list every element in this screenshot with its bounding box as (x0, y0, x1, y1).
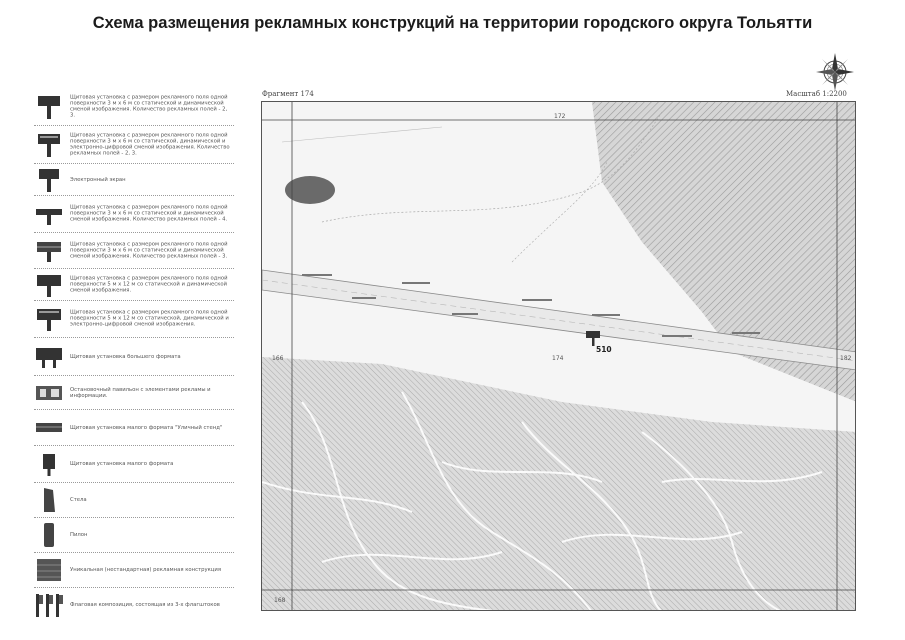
legend-text: Остановочный павильон с элементами рекла… (70, 386, 211, 399)
stele-icon (44, 488, 55, 512)
legend-text: Щитовая установка малого формата (70, 460, 174, 467)
legend-text: Щитовая установка с размером рекламного … (70, 275, 228, 294)
legend-text: Щитовая установка с размером рекламного … (70, 241, 228, 260)
grid-label-left: 166 (272, 355, 284, 362)
billboard-3x6-four-icon (36, 209, 62, 225)
water-body (285, 176, 335, 204)
legend-text: Стела (70, 496, 87, 503)
legend-item: Щитовая установка малого формата "Уличны… (34, 410, 234, 446)
legend-text: Флаговая композиция, состоящая из 3-х фл… (70, 601, 220, 608)
pavilion-icon (36, 385, 62, 400)
legend-text: Пилон (70, 531, 88, 538)
billboard-5x12-digital-icon (37, 309, 61, 331)
billboard-3x6-three-icon (37, 241, 61, 262)
legend-item: Щитовая установка малого формата (34, 446, 234, 483)
legend-text: Уникальная (нестандартная) рекламная кон… (70, 566, 222, 573)
legend-text: Электронный экран (70, 176, 126, 183)
legend-item: Пилон (34, 518, 234, 553)
compass-rose-icon (815, 52, 855, 92)
legend-item: Остановочный павильон с элементами рекла… (34, 376, 234, 410)
legend-text: Щитовая установка с размером рекламного … (70, 132, 230, 157)
legend-item: Щитовая установка с размером рекламного … (34, 269, 234, 301)
flag-composition-icon (36, 594, 63, 617)
scale-label: Масштаб 1:2200 (786, 90, 847, 98)
billboard-3x6-icon (38, 95, 60, 119)
unique-structure-icon (37, 559, 61, 581)
road (262, 269, 855, 371)
legend-item: Флаговая композиция, состоящая из 3-х фл… (34, 588, 234, 622)
legend: Щитовая установка с размером рекламного … (34, 88, 234, 622)
grid-label-center: 174 (552, 355, 564, 362)
billboard-marker[interactable]: 510 (586, 331, 612, 354)
grid-label-bottom-left: 168 (274, 597, 286, 604)
legend-item: Щитовая установка большего формата (34, 338, 234, 376)
legend-text: Щитовая установка малого формата "Уличны… (70, 424, 223, 431)
electronic-screen-icon (39, 168, 59, 192)
page-title: Схема размещения рекламных конструкций н… (92, 14, 813, 32)
legend-item: Стела (34, 483, 234, 518)
billboard-5x12-icon (37, 274, 61, 297)
grid-label-right: 182 (840, 355, 852, 362)
billboard-number: 510 (596, 345, 612, 354)
billboard-3x6-digital-icon (38, 133, 60, 157)
legend-text: Щитовая установка с размером рекламного … (70, 204, 228, 224)
legend-text: Щитовая установка с размером рекламного … (70, 94, 228, 119)
legend-item: Щитовая установка с размером рекламного … (34, 233, 234, 269)
legend-item: Электронный экран (34, 164, 234, 196)
green-area (262, 357, 855, 610)
large-format-icon (36, 347, 62, 368)
legend-item: Щитовая установка с размером рекламного … (34, 301, 234, 338)
built-area (592, 102, 855, 402)
map-fragment[interactable]: 172 174 166 182 168 510 (261, 101, 856, 611)
legend-item: Щитовая установка с размером рекламного … (34, 88, 234, 126)
legend-item: Уникальная (нестандартная) рекламная кон… (34, 553, 234, 588)
map-canvas: 172 174 166 182 168 510 (262, 102, 855, 610)
legend-item: Щитовая установка с размером рекламного … (34, 196, 234, 233)
legend-text: Щитовая установка с размером рекламного … (70, 309, 229, 329)
pylon-icon (44, 523, 54, 547)
legend-text: Щитовая установка большего формата (70, 353, 181, 360)
grid-label-top: 172 (554, 113, 566, 120)
fragment-label: Фрагмент 174 (262, 90, 314, 98)
small-format-icon (43, 454, 55, 476)
legend-item: Щитовая установка с размером рекламного … (34, 126, 234, 164)
city-stand-icon (36, 422, 62, 432)
